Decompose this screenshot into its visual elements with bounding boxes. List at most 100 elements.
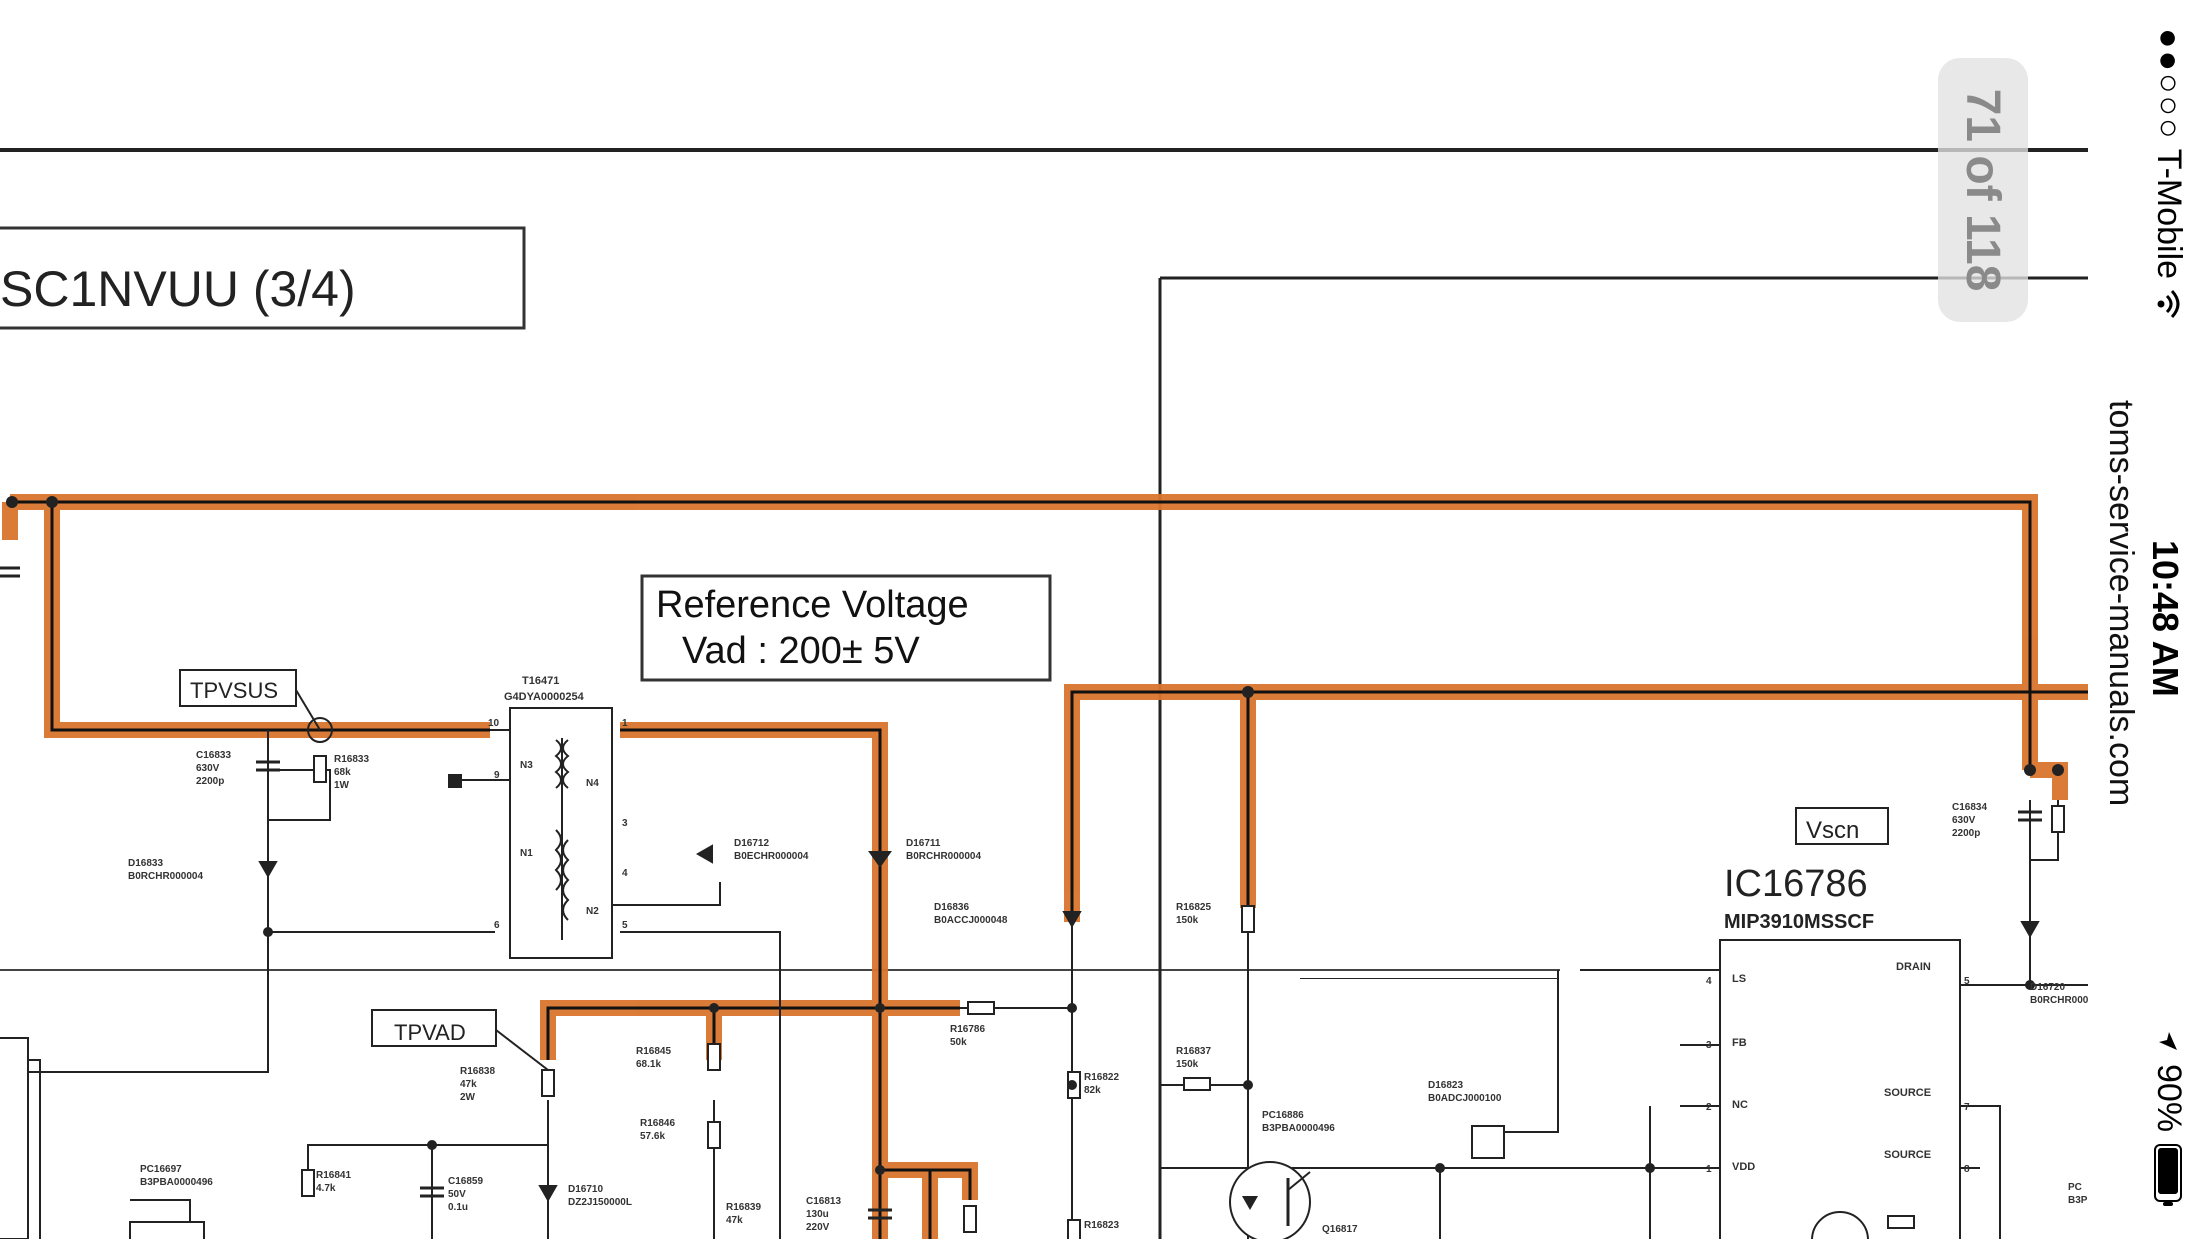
ic-part: MIP3910MSSCF (1724, 911, 1874, 933)
ic-pin-drain: DRAIN (1896, 961, 1931, 973)
testpoint-tpvad: TPVAD (394, 1020, 466, 1045)
tx-pin-4: 4 (622, 868, 628, 879)
site-url[interactable]: toms-service-manuals.com (2102, 400, 2140, 807)
testpoint-tpvsus: TPVSUS (190, 678, 278, 703)
component-value2-c16859: 0.1u (448, 1202, 468, 1213)
component-ref-d16823: D16823 (1428, 1080, 1463, 1091)
component-ref-c16859: C16859 (448, 1176, 483, 1187)
page-counter-text: 71 of 118 (1956, 88, 2010, 292)
component-value-r16841: 4.7k (316, 1183, 336, 1194)
ic-pinnum-2: 2 (1706, 1102, 1712, 1113)
component-ref-d16711: D16711 (906, 838, 941, 849)
ic-pinnum-7: 7 (1964, 1102, 1970, 1113)
component-value-pc: B3PBA0 (2068, 1195, 2088, 1206)
component-ref-c16834: C16834 (1952, 802, 1987, 813)
ic-pinnum-3: 3 (1706, 1040, 1712, 1051)
reference-voltage-line2: Vad : 200± 5V (682, 630, 920, 672)
component-value-r16833: 68k (334, 767, 351, 778)
transformer-ref: T16471 (522, 675, 559, 687)
reference-voltage-box (640, 574, 1052, 682)
tx-pin-3: 3 (622, 818, 628, 829)
component-value-d16710: DZ2J150000L (568, 1197, 632, 1208)
component-value-r16837: 150k (1176, 1059, 1199, 1070)
component-value-d16823: B0ADCJ000100 (1428, 1093, 1502, 1104)
diagram-title: SC1NVUU (3/4) (0, 261, 356, 317)
page-counter: 71 of 118 (1938, 58, 2028, 322)
vscn-label: Vscn (1806, 817, 1859, 844)
status-bar (2088, 0, 2208, 1239)
component-ref-d16720: D16720 (2030, 982, 2065, 993)
component-ref-r16837: R16837 (1176, 1046, 1211, 1057)
component-ref-c16833: C16833 (196, 750, 231, 761)
ic-pin-fb: FB (1732, 1037, 1747, 1049)
ic-pinnum-5: 5 (1964, 976, 1970, 987)
reference-voltage-line1: Reference Voltage (656, 584, 969, 626)
component-value-c16859: 50V (448, 1189, 466, 1200)
winding-n3: N3 (520, 760, 533, 771)
component-value-d16720: B0RCHR000004 (2030, 995, 2088, 1006)
component-ref-pc16697: PC16697 (140, 1164, 182, 1175)
component-ref-pc16886: PC16886 (1262, 1110, 1304, 1121)
component-value-r16822: 82k (1084, 1085, 1101, 1096)
ic-pin-source-2: SOURCE (1884, 1149, 1931, 1161)
component-value2-r16833: 1W (334, 780, 350, 791)
tx-pin-10: 10 (488, 718, 500, 729)
tx-pin-1: 1 (622, 718, 628, 729)
ic-pin-vdd: VDD (1732, 1161, 1755, 1173)
signal-strength-icon: ●●○○○ (2150, 28, 2188, 141)
winding-n4: N4 (586, 778, 599, 789)
component-ref-r16841: R16841 (316, 1170, 351, 1181)
winding-n1: N1 (520, 848, 533, 859)
component-value-c16833: 630V (196, 763, 220, 774)
component-value-c16834: 630V (1952, 815, 1976, 826)
carrier-group: ●●○○○ T-Mobile (2149, 28, 2188, 319)
component-ref-d16712: D16712 (734, 838, 769, 849)
location-arrow-icon (2159, 1032, 2178, 1050)
tx-pin-5: 5 (622, 920, 628, 931)
ic-pinnum-1: 1 (1706, 1164, 1712, 1175)
component-value2-c16813: 220V (806, 1222, 830, 1233)
schematic-page: SC1NVUU (3/4) Reference Voltage Vad : 20… (0, 148, 2088, 1239)
carrier-name: T-Mobile (2150, 148, 2188, 280)
clock: 10:48 AM (2145, 540, 2186, 697)
component-value-d16711: B0RCHR000004 (906, 851, 981, 862)
component-ref-pc: PC (2068, 1182, 2082, 1193)
component-value-d16836: B0ACCJ000048 (934, 915, 1008, 926)
component-ref-r16822: R16822 (1084, 1072, 1119, 1083)
transformer-part: G4DYA0000254 (504, 691, 585, 703)
winding-n2: N2 (586, 906, 599, 917)
component-ref-d16833: D16833 (128, 858, 163, 869)
component-value2-c16834: 2200p (1952, 828, 1980, 839)
battery-group: 90% (2149, 1030, 2188, 1208)
component-ref-d16836: D16836 (934, 902, 969, 913)
component-ref-q16817: Q16817 (1322, 1224, 1358, 1235)
component-value2-r16838: 2W (460, 1092, 476, 1103)
component-value-pc16886: B3PBA0000496 (1262, 1123, 1335, 1134)
component-value-d16712: B0ECHR000004 (734, 851, 809, 862)
component-ref-c16813: C16813 (806, 1196, 841, 1207)
ic16786-box (1719, 939, 1961, 1239)
title-box (0, 226, 526, 330)
battery-percent: 90% (2150, 1064, 2188, 1133)
battery-icon (2154, 1144, 2183, 1207)
component-ref-r16825: R16825 (1176, 902, 1211, 913)
component-ref-r16838: R16838 (460, 1066, 495, 1077)
component-value-pc16697: B3PBA0000496 (140, 1177, 213, 1188)
component-ref-d16710: D16710 (568, 1184, 603, 1195)
component-ref-r16786: R16786 (950, 1024, 985, 1035)
component-ref-r16839: R16839 (726, 1202, 761, 1213)
ic-pin-nc: NC (1732, 1099, 1748, 1111)
component-value2-c16833: 2200p (196, 776, 224, 787)
component-ref-r16846: R16846 (640, 1118, 675, 1129)
component-value-r16839: 47k (726, 1215, 743, 1226)
ic-pin-source-1: SOURCE (1884, 1087, 1931, 1099)
component-value-d16833: B0RCHR000004 (128, 871, 203, 882)
component-value-r16846: 57.6k (640, 1131, 665, 1142)
ic-pin-ls: LS (1732, 973, 1746, 985)
component-value-r16838: 47k (460, 1079, 477, 1090)
component-value-r16845: 68.1k (636, 1059, 661, 1070)
component-value-r16825: 150k (1176, 915, 1199, 926)
ic-ref: IC16786 (1724, 863, 1868, 905)
wifi-icon (2158, 290, 2180, 319)
component-value-c16813: 130u (806, 1209, 829, 1220)
